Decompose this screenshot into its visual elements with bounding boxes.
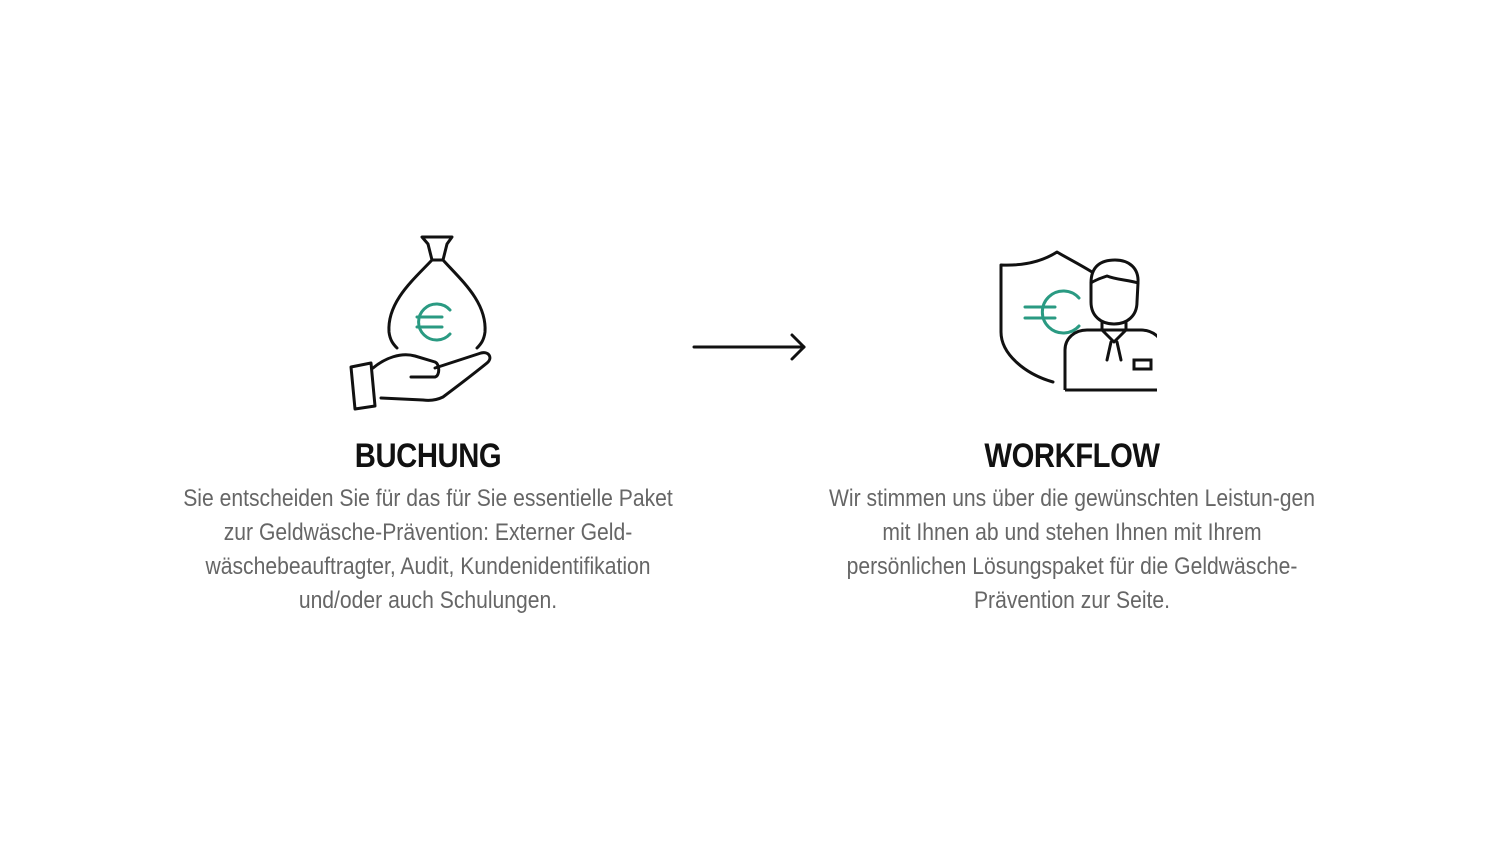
step-description: Sie entscheiden Sie für das für Sie esse… [183,485,673,614]
step-workflow: WORKFLOW Wir stimmen uns über die gewüns… [792,230,1352,618]
step-description: Wir stimmen uns über die gewünschten Lei… [828,485,1316,614]
step-buchung: BUCHUNG Sie entscheiden Sie für das für … [148,230,708,618]
step-title: WORKFLOW [984,437,1160,475]
shield-advisor-icon [792,230,1352,414]
step-title: BUCHUNG [354,437,502,475]
money-bag-hand-icon [148,230,708,414]
arrow-right-icon [692,333,806,361]
